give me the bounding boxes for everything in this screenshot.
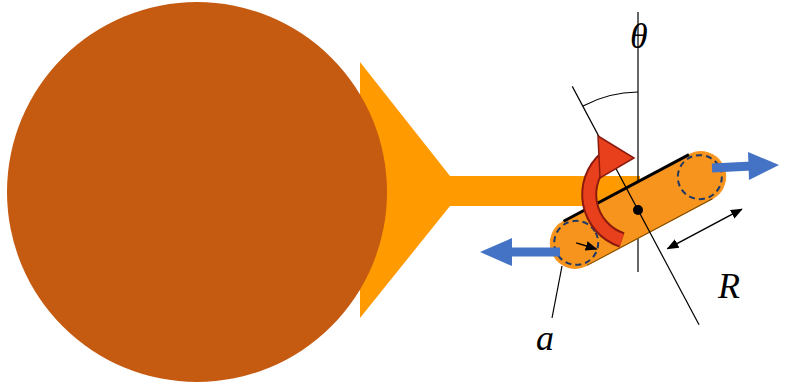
radius-label: a <box>536 320 554 356</box>
force-arrow <box>712 166 752 168</box>
center-dot <box>633 205 643 215</box>
length-label: R <box>718 268 740 304</box>
capsule <box>488 41 784 370</box>
angle-arc <box>583 92 638 106</box>
angle-label: θ <box>630 18 648 54</box>
neck <box>360 62 640 318</box>
force-arrow <box>508 248 560 257</box>
force-arrow-head <box>748 152 779 180</box>
rotation-arrow-head <box>598 136 634 178</box>
leader-line <box>552 266 562 318</box>
force-arrow-head <box>480 238 512 266</box>
body-circle <box>7 2 387 382</box>
